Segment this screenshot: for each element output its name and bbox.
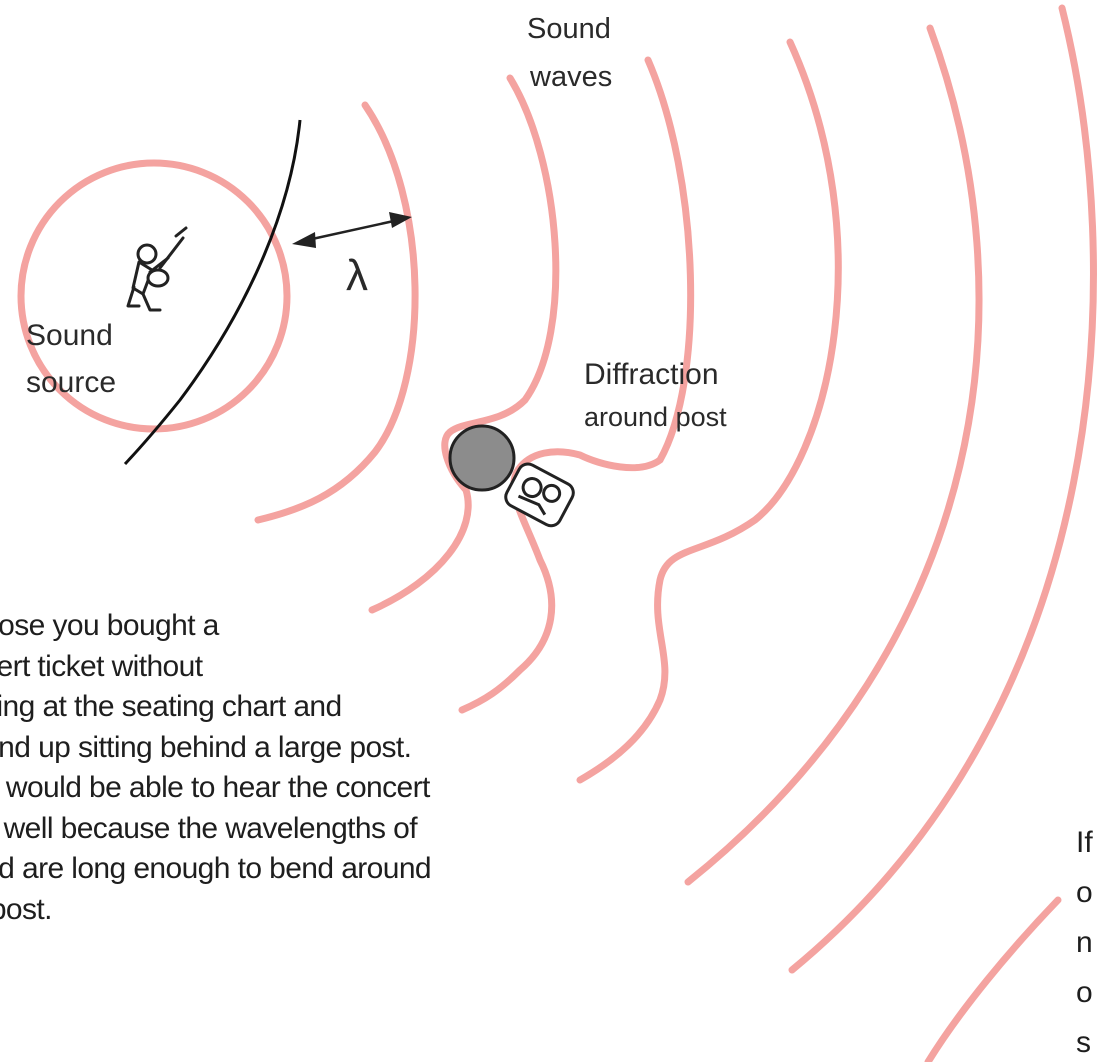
wavefront-7 [788,4,1097,974]
caption-line: ou would be able to hear the concert [0,771,430,804]
right-caption-line: s [1076,1026,1091,1059]
wavefront-1 [17,159,291,433]
caption-line: ncert ticket without [0,649,203,683]
wavefront-5 [576,38,842,784]
label-sound-waves-line1: Sound [527,13,611,45]
right-caption-line: o [1076,976,1093,1009]
wavefront-6 [684,24,983,886]
label-sound-waves-line2: waves [529,61,612,93]
wavelength-symbol: λ [346,251,368,300]
post [448,424,516,492]
caption-line: ound up sitting behind a large post. [0,730,412,764]
label-diffraction-line1: Diffraction [584,358,719,391]
label-diffraction-line2: around post [584,402,727,432]
caption-line: ite well because the wavelengths of [0,811,418,845]
right-caption-line: If [1076,826,1093,859]
guitarist-icon [126,226,188,312]
caption-line: oking at the seating chart and [0,690,342,723]
ray-line [123,119,302,466]
right-caption-line: n [1076,926,1093,959]
wavefront-4 [458,56,695,714]
seated-person-icon [504,462,575,528]
label-sound-source-line1: Sound [26,319,113,352]
caption-paragraph: ppose you bought a ncert ticket without … [0,606,646,930]
label-sound-source-line2: source [26,366,116,399]
caption-line: und are long enough to bend around [0,852,432,885]
wavelength-arrow [292,212,412,248]
caption-line: e post. [0,892,52,926]
right-caption-line: o [1076,876,1093,909]
wavefront-3 [368,74,560,614]
caption-line: ppose you bought a [0,609,219,642]
right-caption-fragment: If o n o s [1076,818,1097,1062]
wavefront-2 [254,101,419,524]
wavefront-8 [924,896,1062,1062]
